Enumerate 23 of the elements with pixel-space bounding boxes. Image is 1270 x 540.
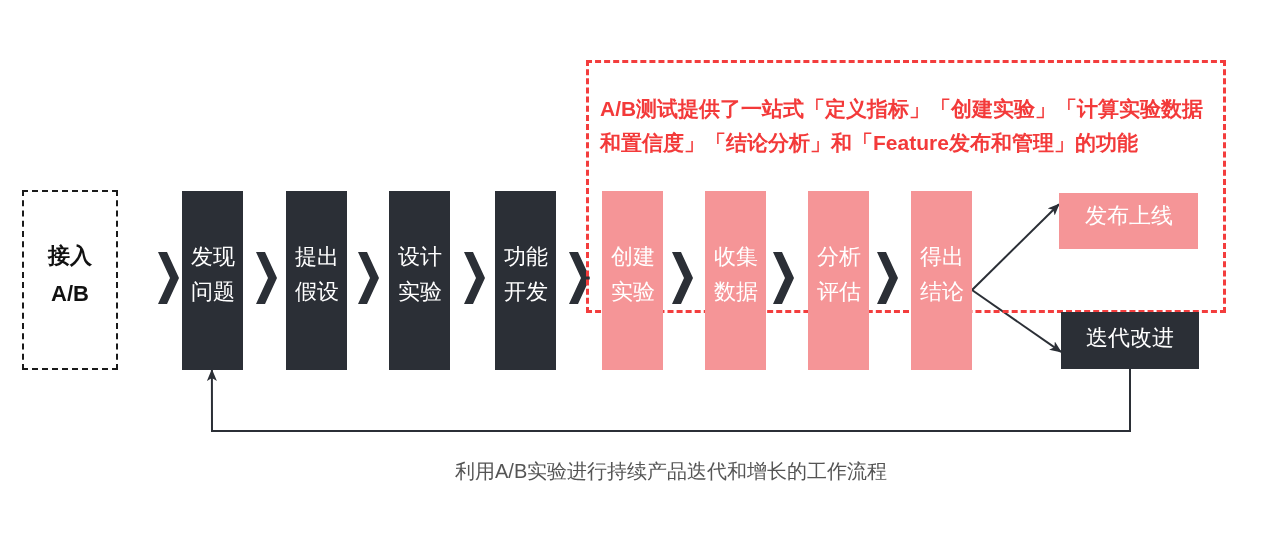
chevron-arrow (569, 252, 590, 304)
start-step: 接入A/B (22, 190, 118, 370)
process-step: 分析评估 (808, 191, 869, 370)
chevron-arrow (256, 252, 277, 304)
process-step: 功能开发 (495, 191, 556, 370)
arrow (971, 203, 1060, 291)
chevron-arrow (877, 252, 898, 304)
caption: 利用A/B实验进行持续产品迭代和增长的工作流程 (455, 459, 888, 484)
process-step: 得出结论 (911, 191, 972, 370)
process-step: 提出假设 (286, 191, 347, 370)
result-step: 发布上线 (1059, 193, 1198, 249)
process-step: 发现问题 (182, 191, 243, 370)
arrow (971, 289, 1062, 353)
chevron-arrow (358, 252, 379, 304)
result-step: 迭代改进 (1061, 312, 1199, 369)
process-step: 设计实验 (389, 191, 450, 370)
chevron-arrow (464, 252, 485, 304)
chevron-arrow (672, 252, 693, 304)
chevron-arrow (773, 252, 794, 304)
process-step: 收集数据 (705, 191, 766, 370)
feedback-arrow (206, 368, 1131, 432)
region-note: A/B测试提供了一站式「定义指标」「创建实验」「计算实验数据和置信度」「结论分析」和「Feature发布和管理」的功能 (600, 96, 1205, 156)
process-step: 创建实验 (602, 191, 663, 370)
